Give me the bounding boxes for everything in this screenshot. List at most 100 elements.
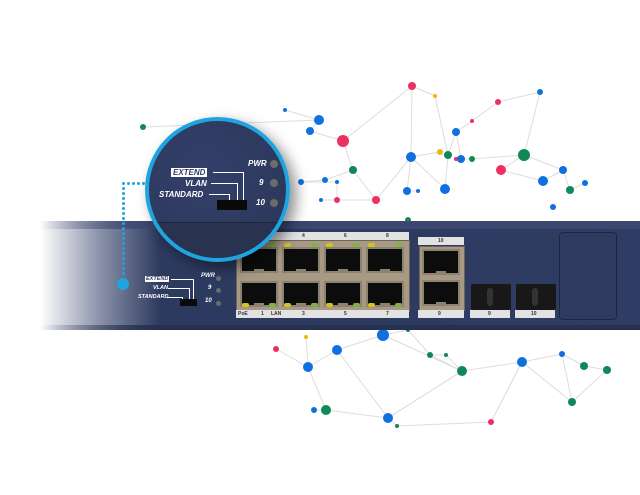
mode-connector-line [171, 279, 194, 304]
network-edge [521, 361, 573, 403]
network-node [298, 179, 304, 185]
pointer-dot [121, 266, 125, 270]
port-label-3: 3 [302, 311, 305, 317]
network-node [559, 351, 565, 357]
pointer-dot [121, 181, 125, 185]
rj45-port[interactable] [282, 247, 320, 273]
uplink-bottom-label-bar: 9 [418, 310, 464, 318]
port-label-5: 5 [344, 311, 347, 317]
network-node [332, 345, 342, 355]
rj45-port[interactable] [240, 281, 278, 307]
network-edge [307, 366, 327, 411]
network-node [470, 119, 474, 123]
network-node [377, 329, 389, 341]
port-led-yellow [242, 303, 249, 307]
network-edge [410, 156, 446, 190]
pointer-dot [121, 246, 125, 250]
network-edge [396, 421, 492, 427]
rj45-port[interactable] [324, 247, 362, 273]
network-node [469, 156, 475, 162]
network-node [582, 180, 588, 186]
uplink-port-10[interactable] [422, 249, 460, 275]
zoom-connector-line [213, 172, 244, 205]
sfp-port-9[interactable] [471, 284, 511, 310]
pointer-dot [121, 231, 125, 235]
zoom-mode-label-vlan: VLAN [185, 179, 207, 188]
pointer-dot [131, 181, 135, 185]
network-node [444, 353, 448, 357]
port-led-yellow [326, 303, 333, 307]
uplink-label-9: 9 [438, 311, 441, 317]
pointer-dot [121, 236, 125, 240]
front-led-label-pwr: PWR [201, 273, 215, 279]
network-edge [382, 334, 463, 372]
front-led-10 [216, 301, 221, 306]
rj45-port[interactable] [324, 281, 362, 307]
port-led-yellow [368, 303, 375, 307]
uplink-label-10: 10 [438, 238, 444, 244]
pointer-dot [121, 251, 125, 255]
network-edge [471, 154, 525, 160]
pointer-dot [141, 181, 145, 185]
network-edge [325, 409, 389, 419]
mode-dip-switch[interactable] [180, 299, 197, 306]
port-led-green [311, 243, 318, 247]
network-node [321, 405, 331, 415]
network-edge [406, 156, 412, 192]
rj45-top-label-bar: 4 6 8 [236, 232, 409, 240]
network-edge [336, 334, 384, 351]
pointer-dot [121, 271, 125, 275]
network-node [337, 135, 349, 147]
network-node [580, 362, 588, 370]
network-edge [455, 131, 462, 160]
rj45-port[interactable] [366, 281, 404, 307]
network-edge [307, 349, 338, 368]
port-label-poe: PoE [238, 311, 248, 317]
network-node [437, 149, 443, 155]
port-led-yellow [284, 243, 291, 247]
network-edge [375, 156, 412, 201]
network-node [517, 357, 527, 367]
front-led-label-9: 9 [208, 285, 212, 291]
network-node [334, 197, 340, 203]
pointer-dot [121, 226, 125, 230]
port-label-lan: LAN [271, 311, 282, 317]
network-node [568, 398, 576, 406]
pointer-dot [121, 221, 125, 225]
network-edge [523, 154, 564, 171]
zoom-led-9 [270, 179, 278, 187]
chassis-recess-panel [559, 232, 617, 320]
network-node [416, 189, 420, 193]
front-led-pwr [216, 276, 221, 281]
network-edge [471, 101, 499, 122]
network-node [495, 99, 501, 105]
network-edge [500, 169, 544, 182]
network-node [349, 166, 357, 174]
pointer-dot [121, 261, 125, 265]
uplink-port-9[interactable] [422, 280, 460, 306]
network-edge [571, 369, 608, 403]
zoom-led-pwr [270, 160, 278, 168]
port-led-green [353, 243, 360, 247]
network-node [319, 198, 323, 202]
pointer-dot [121, 206, 125, 210]
port-led-green [395, 243, 402, 247]
network-edge [561, 353, 585, 367]
network-edge [429, 354, 463, 372]
pointer-dot [121, 196, 125, 200]
rj45-port[interactable] [366, 247, 404, 273]
network-node [566, 186, 574, 194]
port-label-6: 6 [344, 233, 347, 239]
network-node [452, 128, 460, 136]
network-edge [275, 348, 309, 368]
network-edge [410, 85, 413, 158]
rj45-port[interactable] [282, 281, 320, 307]
network-node [306, 127, 314, 135]
sfp-port-10[interactable] [516, 284, 556, 310]
zoom-mode-dip-switch[interactable] [217, 200, 247, 210]
network-node [454, 157, 458, 161]
pointer-anchor-dot [117, 278, 129, 290]
uplink-top-label-bar: 10 [418, 237, 464, 245]
network-edge [561, 353, 573, 403]
network-node [273, 346, 279, 352]
